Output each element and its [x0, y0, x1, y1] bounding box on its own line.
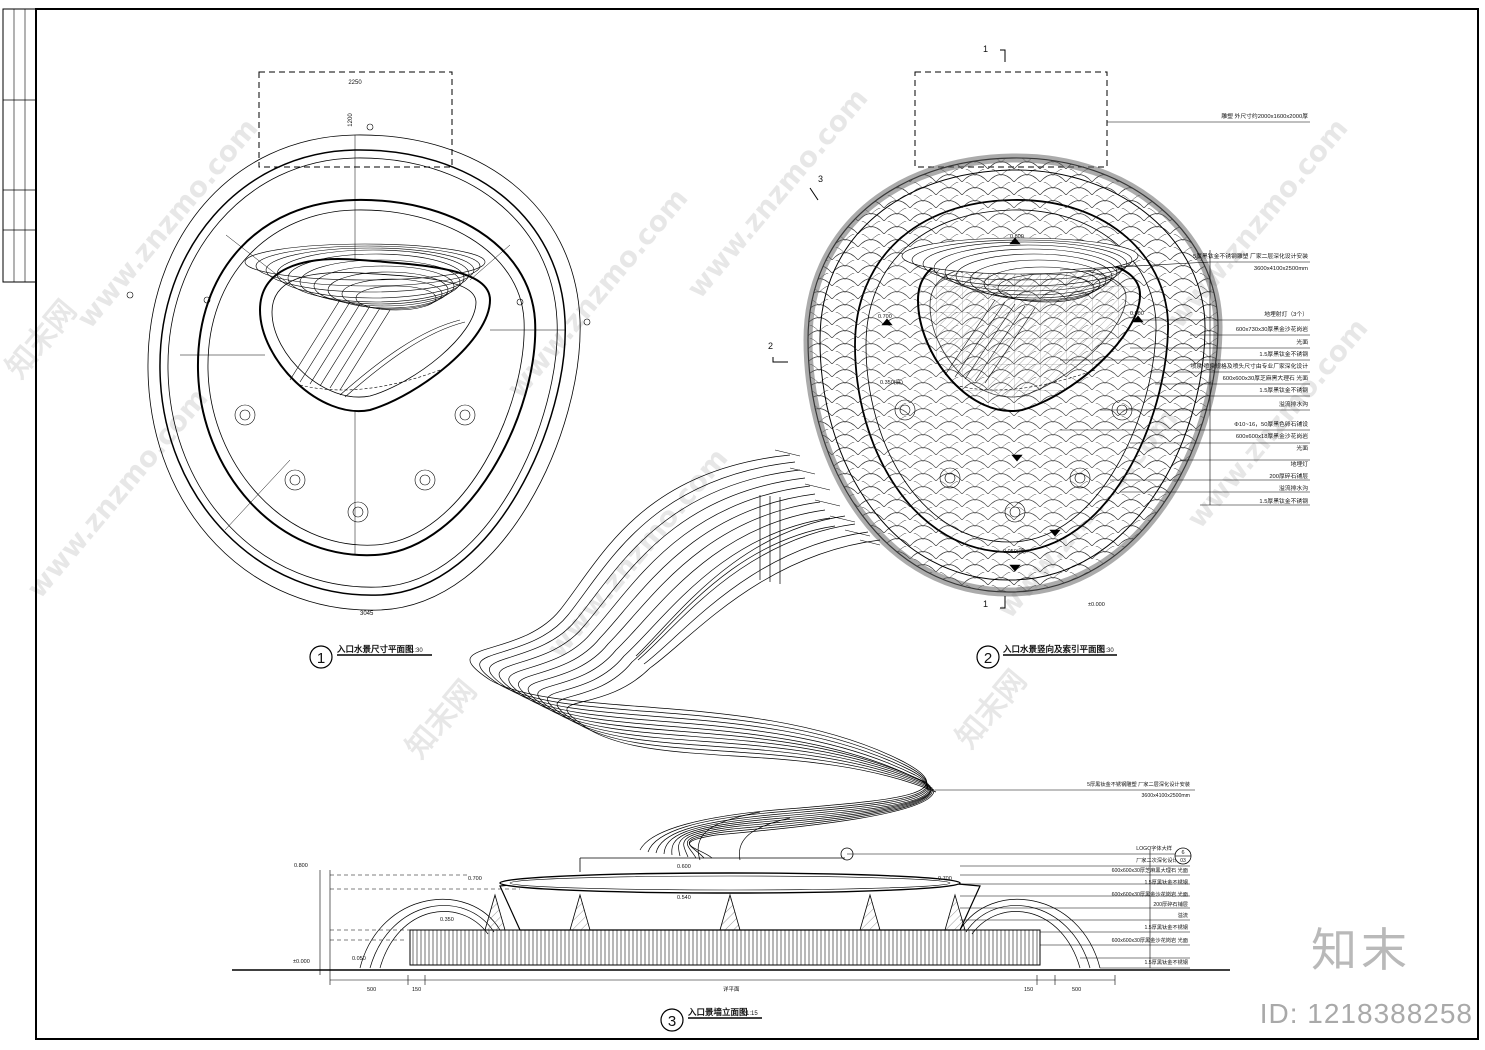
svg-text:600x730x30厚黑金沙花岗岩: 600x730x30厚黑金沙花岗岩: [1236, 325, 1308, 333]
svg-text:1:15: 1:15: [746, 1011, 758, 1017]
svg-text:200厚碎石铺层: 200厚碎石铺层: [1269, 472, 1308, 480]
svg-text:光面: 光面: [1296, 444, 1308, 452]
svg-text:0.800: 0.800: [1010, 234, 1024, 240]
svg-text:500: 500: [1072, 987, 1081, 993]
svg-text:1.5厚黑钛金不锈钢: 1.5厚黑钛金不锈钢: [1259, 386, 1308, 394]
svg-text:0.600: 0.600: [677, 864, 691, 870]
svg-text:03: 03: [1180, 858, 1186, 864]
svg-text:0.540: 0.540: [677, 895, 691, 901]
svg-text:1.5厚黑钛金不锈钢: 1.5厚黑钛金不锈钢: [1144, 923, 1188, 931]
svg-text:1.5厚黑钛金不锈钢: 1.5厚黑钛金不锈钢: [1144, 878, 1188, 886]
svg-text:1200: 1200: [348, 113, 354, 127]
svg-text:LOGO字体大样: LOGO字体大样: [1136, 844, 1172, 852]
svg-text:1: 1: [317, 650, 325, 667]
svg-text:厂家二次深化设计安装: 厂家二次深化设计安装: [1136, 856, 1188, 864]
ribbon-sculpture: [469, 454, 937, 861]
svg-text:0.700: 0.700: [938, 876, 952, 882]
svg-text:知末网: 知末网: [399, 674, 484, 765]
image-id: ID: 1218388258: [1259, 998, 1473, 1029]
svg-text:知末网: 知末网: [949, 664, 1034, 755]
svg-text:0.350(底): 0.350(底): [880, 378, 903, 386]
svg-text:Φ10~16，50厚黑色卵石铺设: Φ10~16，50厚黑色卵石铺设: [1234, 420, 1308, 428]
svg-text:详平面: 详平面: [723, 985, 740, 993]
svg-text:1:30: 1:30: [411, 648, 423, 654]
elevation-3-wall: 0.800 0.700 0.600 0.540 0.700 0.350 0.05…: [232, 449, 1230, 1032]
svg-text:3: 3: [668, 1013, 676, 1030]
svg-text:入口景墙立面图: 入口景墙立面图: [687, 1007, 748, 1017]
svg-text:200厚碎石铺层: 200厚碎石铺层: [1153, 900, 1188, 908]
plan-1-dimension-plan: 2250 1200: [126, 71, 591, 669]
svg-text:溢流排水沟: 溢流排水沟: [1279, 400, 1308, 408]
svg-text:喷泉 喷泉规格及喷头尺寸由专业厂家深化设计: 喷泉 喷泉规格及喷头尺寸由专业厂家深化设计: [1190, 362, 1308, 370]
svg-text:雕塑 外尺寸约2000x1600x2000厚: 雕塑 外尺寸约2000x1600x2000厚: [1221, 112, 1308, 120]
svg-text:3600x4100x2500mm: 3600x4100x2500mm: [1254, 266, 1308, 272]
svg-text:入口水景竖向及索引平面图: 入口水景竖向及索引平面图: [1002, 644, 1105, 654]
svg-text:600x600x18厚黑金沙花岗岩: 600x600x18厚黑金沙花岗岩: [1236, 432, 1308, 440]
svg-text:溢流: 溢流: [1178, 911, 1188, 919]
svg-text:600x600x30厚黑金沙花岗岩 光面: 600x600x30厚黑金沙花岗岩 光面: [1112, 890, 1188, 898]
svg-text:0.800: 0.800: [294, 863, 308, 869]
svg-text:150: 150: [412, 987, 421, 993]
svg-text:知末网: 知末网: [0, 294, 84, 385]
svg-text:2: 2: [984, 650, 992, 667]
svg-text:地埋射灯（3个）: 地埋射灯（3个）: [1264, 310, 1308, 318]
svg-text:入口水景尺寸平面图: 入口水景尺寸平面图: [336, 644, 414, 654]
svg-text:2: 2: [768, 341, 773, 351]
svg-text:150: 150: [1024, 987, 1033, 993]
svg-text:±0.000: ±0.000: [1088, 602, 1105, 608]
svg-text:600x600x30厚黑金沙花岗岩 光面: 600x600x30厚黑金沙花岗岩 光面: [1112, 936, 1188, 944]
svg-text:地埋灯: 地埋灯: [1291, 460, 1309, 468]
svg-text:www.znzmo.com: www.znzmo.com: [20, 382, 214, 605]
svg-text:5厚黑钛金不锈钢雕塑 厂家二层深化设计安装: 5厚黑钛金不锈钢雕塑 厂家二层深化设计安装: [1087, 780, 1190, 788]
svg-text:0.350: 0.350: [440, 917, 454, 923]
svg-text:3600x4100x2500mm: 3600x4100x2500mm: [1142, 793, 1190, 799]
svg-text:1: 1: [983, 44, 988, 54]
svg-text:600x600x30厚芝麻黑大理石 光面: 600x600x30厚芝麻黑大理石 光面: [1112, 866, 1188, 874]
svg-text:1.5厚黑钛金不锈钢: 1.5厚黑钛金不锈钢: [1144, 958, 1188, 966]
svg-text:600x600x30厚芝麻黑大理石 光面: 600x600x30厚芝麻黑大理石 光面: [1223, 374, 1309, 382]
svg-text:0.700: 0.700: [878, 314, 892, 320]
svg-text:0.800: 0.800: [1130, 311, 1144, 317]
svg-text:3045: 3045: [360, 611, 374, 617]
svg-text:www.znzmo.com: www.znzmo.com: [70, 112, 264, 335]
svg-text:5厚黑钛金不锈钢雕塑 厂家二层深化设计安装: 5厚黑钛金不锈钢雕塑 厂家二层深化设计安装: [1193, 252, 1308, 260]
sheet-frame: [2, 8, 1479, 1040]
svg-text:0.050(顶): 0.050(顶): [1003, 548, 1026, 555]
svg-text:3: 3: [818, 174, 823, 184]
brand-logo: 知末: [1311, 923, 1411, 977]
svg-text:±0.000: ±0.000: [293, 959, 310, 965]
svg-text:1.5厚黑钛金不锈钢: 1.5厚黑钛金不锈钢: [1259, 350, 1308, 358]
svg-text:1: 1: [983, 599, 988, 609]
svg-text:2250: 2250: [348, 80, 362, 86]
svg-text:0.700: 0.700: [468, 876, 482, 882]
svg-text:光面: 光面: [1296, 338, 1308, 346]
svg-text:500: 500: [367, 987, 376, 993]
svg-text:6: 6: [1181, 850, 1184, 856]
svg-text:1:30: 1:30: [1102, 648, 1114, 654]
svg-text:溢流排水沟: 溢流排水沟: [1279, 484, 1308, 492]
svg-text:1.5厚黑钛金不锈钢: 1.5厚黑钛金不锈钢: [1259, 497, 1308, 505]
plan-2-levels-index-plan: 0.800 0.700 0.800 0.350(底) 0.050(顶) ±0.0…: [768, 44, 1310, 669]
svg-text:0.050: 0.050: [352, 956, 366, 962]
